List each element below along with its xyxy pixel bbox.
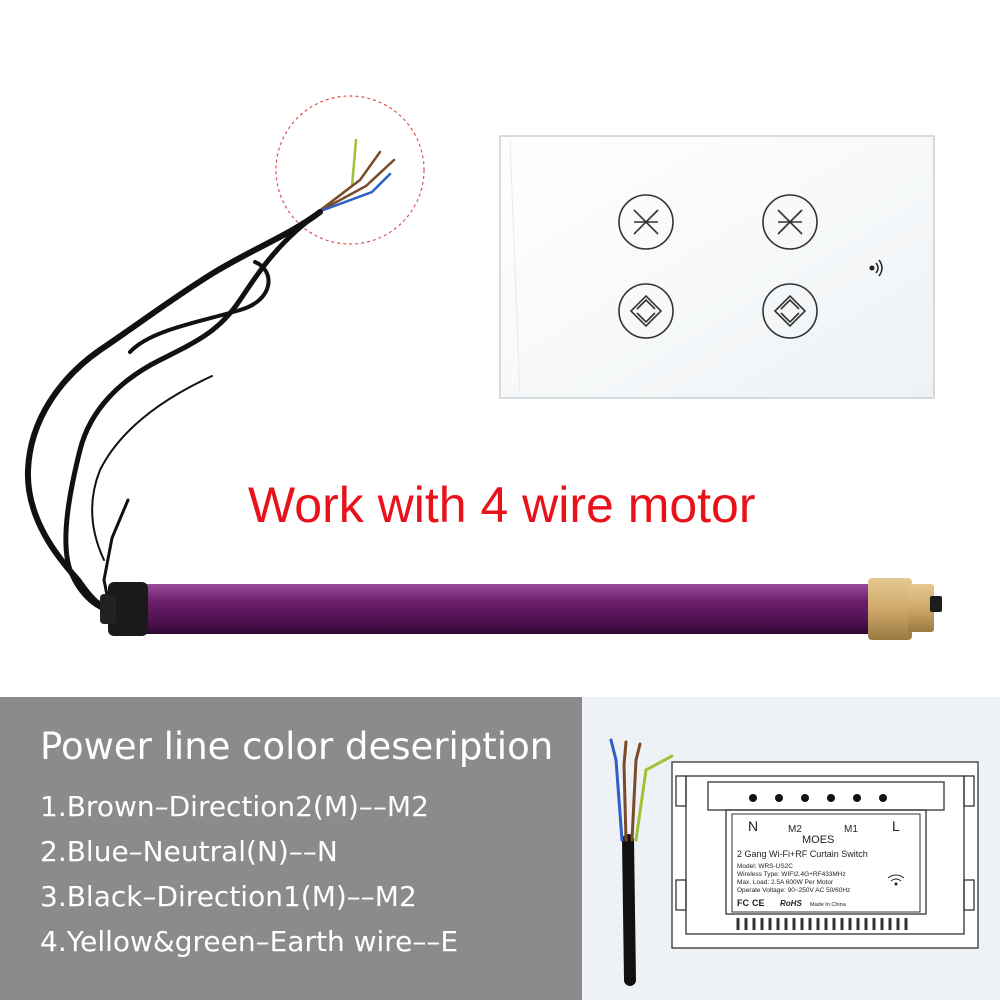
up-down-button-right — [762, 283, 818, 339]
wiring-diagram-panel: N M2 M1 L MOES 2 Gang Wi-Fi+RF Curtain S… — [582, 697, 1000, 1000]
wire-description-panel: Power line color deseription 1.Brown–Dir… — [0, 697, 582, 1000]
terminal-m1: M1 — [844, 824, 858, 835]
model-line: Model: WRS-US2C — [737, 863, 793, 870]
headline: Work with 4 wire motor — [248, 477, 756, 533]
product-name: 2 Gang Wi-Fi+RF Curtain Switch — [737, 849, 868, 859]
label-sticker: N M2 M1 L MOES 2 Gang Wi-Fi+RF Curtain S… — [731, 813, 921, 913]
description-item-blue: 2.Blue–Neutral(N)––N — [40, 835, 338, 868]
description-item-black: 3.Black–Direction1(M)––M2 — [40, 880, 417, 913]
wire-highlight-circle — [275, 95, 425, 245]
tubular-motor — [100, 578, 942, 640]
load-line: Max. Load: 2.5A 600W Per Motor — [737, 879, 834, 886]
description-list: 1.Brown–Direction2(M)––M2 2.Blue–Neutral… — [40, 789, 458, 969]
diagram-cable — [609, 738, 674, 986]
description-title: Power line color deseription — [40, 725, 554, 768]
made-in: Made In China — [810, 902, 847, 908]
cert-rohs: RoHS — [780, 899, 802, 908]
motor-wire-ends — [316, 138, 396, 214]
wireless-line: Wireless Type: WIFI2.4G+RF433MHz — [737, 871, 846, 878]
brand-logo: MOES — [802, 834, 834, 846]
stop-button-right — [762, 194, 818, 250]
voltage-line: Operate Voltage: 90~250V AC 50/60Hz — [737, 887, 850, 894]
up-down-button-left — [618, 283, 674, 339]
description-item-yellow-green: 4.Yellow&green–Earth wire––E — [40, 925, 459, 958]
curtain-touch-switch — [499, 135, 935, 399]
wifi-indicator-icon — [869, 259, 883, 277]
cert-fc: FC — [737, 898, 749, 908]
terminal-screws — [749, 794, 887, 802]
wifi-icon — [887, 874, 905, 886]
terminal-m2: M2 — [788, 824, 802, 835]
terminal-n: N — [748, 818, 758, 834]
stop-button-left — [618, 194, 674, 250]
motor-cable — [24, 209, 323, 615]
cert-ce: CE — [752, 898, 765, 908]
vent-slots — [736, 918, 908, 930]
terminal-l: L — [892, 818, 900, 834]
description-item-brown: 1.Brown–Direction2(M)––M2 — [40, 790, 429, 823]
